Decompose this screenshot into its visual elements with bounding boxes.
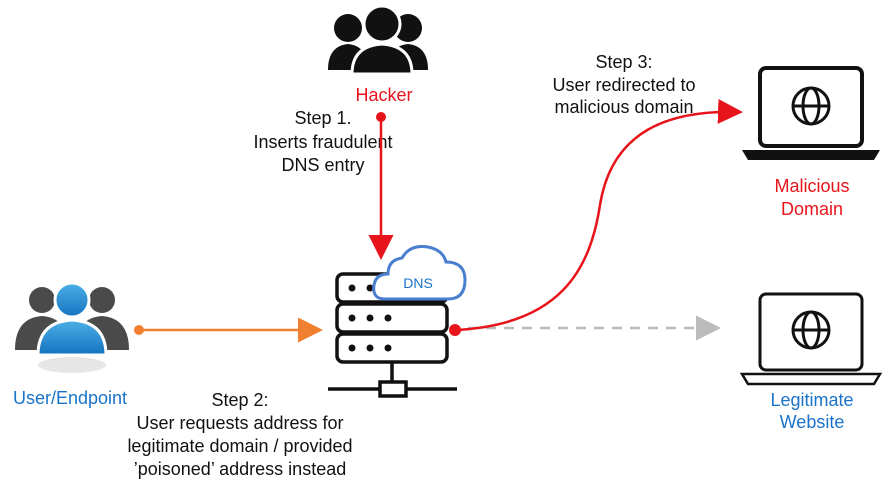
svg-text:Step 3:: Step 3: [595,52,652,72]
step1-text: Step 1. Inserts fraudulent DNS entry [253,108,392,175]
dns-label: DNS [403,275,433,291]
svg-text:Legitimate: Legitimate [770,390,853,410]
svg-text:User requests address for: User requests address for [136,413,343,433]
svg-text:Domain: Domain [781,199,843,219]
dns-cloud-icon: DNS [372,245,467,301]
svg-text:Step 1.: Step 1. [294,108,351,128]
hacker-label: Hacker [355,85,412,105]
svg-text:Malicious: Malicious [774,176,849,196]
svg-text:legitimate domain / provided: legitimate domain / provided [127,436,352,456]
user-label: User/Endpoint [13,388,127,408]
globe-icon [791,86,831,126]
hacker-group-icon [328,4,428,76]
malicious-label: Malicious Domain [774,176,849,219]
svg-text:Inserts fraudulent: Inserts fraudulent [253,132,392,152]
redirect-to-malicious-arrow [449,98,743,336]
hacker-to-dns-arrow [368,112,394,260]
svg-text:’poisoned’ address instead: ’poisoned’ address instead [134,459,346,479]
step2-text: Step 2: User requests address for legiti… [127,390,352,479]
user-group-icon [15,281,129,373]
svg-text:Step 2:: Step 2: [211,390,268,410]
legitimate-label: Legitimate Website [770,390,853,432]
legitimate-laptop-icon [739,292,883,386]
globe-icon [791,310,831,350]
malicious-laptop-icon [742,66,880,160]
user-to-dns-arrow [134,317,323,343]
svg-text:Website: Website [780,412,845,432]
svg-text:User redirected to: User redirected to [552,75,695,95]
svg-text:DNS entry: DNS entry [281,155,364,175]
step3-text: Step 3: User redirected to malicious dom… [552,52,695,117]
svg-text:malicious domain: malicious domain [554,97,693,117]
